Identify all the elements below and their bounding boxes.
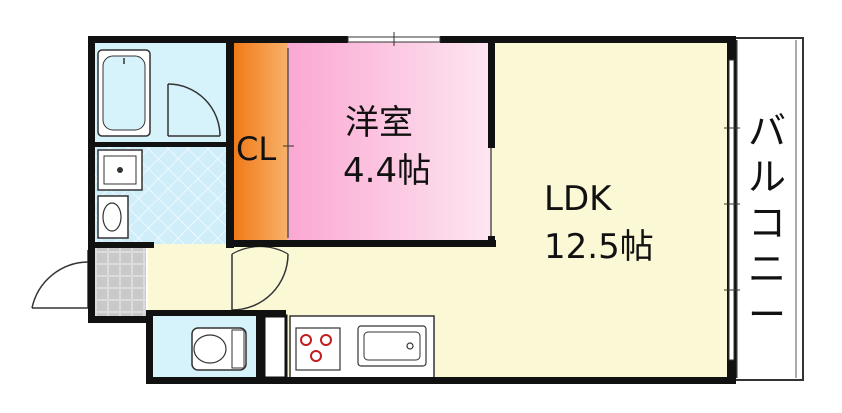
ldk-label: LDK [544, 179, 612, 219]
stove [295, 327, 341, 371]
kitchen-counter [289, 315, 435, 379]
top-window [347, 32, 441, 46]
closet-floor [234, 42, 288, 244]
balcony-label: バルコニー [747, 109, 786, 337]
toilet [191, 327, 247, 371]
closet-label: CL [236, 130, 277, 168]
bath-door-arc [167, 83, 221, 137]
western-room-label: 洋室 [345, 103, 413, 143]
western-room-floor [288, 42, 492, 244]
entrance-area [31, 248, 146, 320]
kitchen-sink [357, 325, 427, 367]
toilet-room [150, 314, 288, 380]
ldk-size: 12.5帖 [544, 227, 654, 267]
western-room-size: 4.4帖 [343, 151, 432, 191]
entrance-door-arc [31, 261, 89, 309]
balcony-sliding-door [724, 59, 740, 361]
